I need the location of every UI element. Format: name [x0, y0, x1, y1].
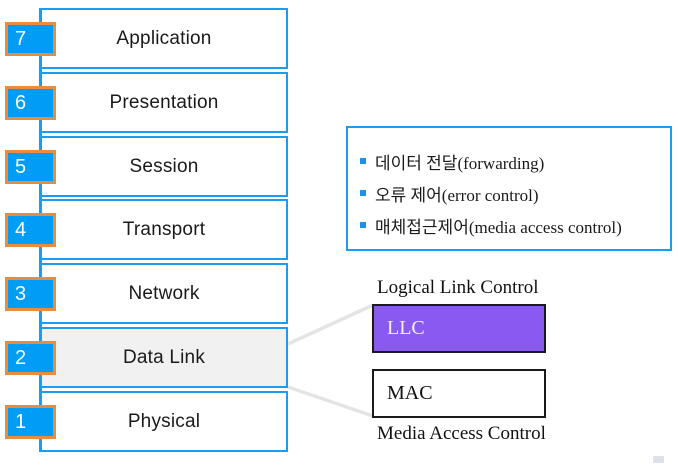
bullet-square-icon — [360, 158, 366, 164]
layer-label: Network — [128, 282, 200, 304]
layer-number-badge-6: 6 — [5, 86, 56, 120]
layer-row-data-link: Data Link — [40, 327, 288, 388]
bullet-text: 데이터 전달(forwarding) — [375, 153, 545, 173]
layer-label: Session — [129, 155, 199, 177]
layer-row-presentation: Presentation — [40, 72, 288, 133]
layer-number-badge-2: 2 — [5, 341, 56, 375]
list-item: 데이터 전달(forwarding) — [360, 145, 664, 177]
bullet-text: 오류 제어(error control) — [375, 185, 539, 205]
layer-label: Physical — [127, 410, 201, 432]
layer-row-session: Session — [40, 136, 288, 197]
layer-label: Data Link — [122, 346, 206, 368]
llc-title: Logical Link Control — [377, 277, 539, 298]
bullet-square-icon — [360, 222, 366, 228]
layer-label: Application — [116, 27, 212, 49]
datalink-functions-panel: 데이터 전달(forwarding) 오류 제어(error control) … — [346, 126, 672, 251]
layer-number-badge-1: 1 — [5, 405, 56, 439]
mac-box: MAC — [372, 369, 546, 418]
layer-number-badge-4: 4 — [5, 213, 56, 247]
layer-row-network: Network — [40, 263, 288, 324]
connector-line-top — [287, 303, 374, 346]
connector-line-bottom — [287, 385, 374, 418]
mac-caption: Media Access Control — [377, 423, 546, 444]
llc-box-label: LLC — [387, 317, 425, 339]
llc-box: LLC — [372, 304, 546, 353]
layer-number-badge-3: 3 — [5, 277, 56, 311]
list-item: 매체접근제어(media access control) — [360, 209, 664, 241]
mac-box-label: MAC — [387, 382, 433, 404]
layer-label: Presentation — [109, 91, 219, 113]
layer-row-physical: Physical — [40, 391, 288, 452]
layer-number-badge-7: 7 — [5, 22, 56, 56]
bullet-text: 매체접근제어(media access control) — [375, 217, 622, 237]
layer-number-badge-5: 5 — [5, 150, 56, 184]
list-item: 오류 제어(error control) — [360, 177, 664, 209]
page-corner-artifact — [653, 456, 664, 463]
layer-label: Transport — [122, 218, 206, 240]
layer-row-application: Application — [40, 8, 288, 69]
layer-row-transport: Transport — [40, 199, 288, 260]
bullet-square-icon — [360, 190, 366, 196]
